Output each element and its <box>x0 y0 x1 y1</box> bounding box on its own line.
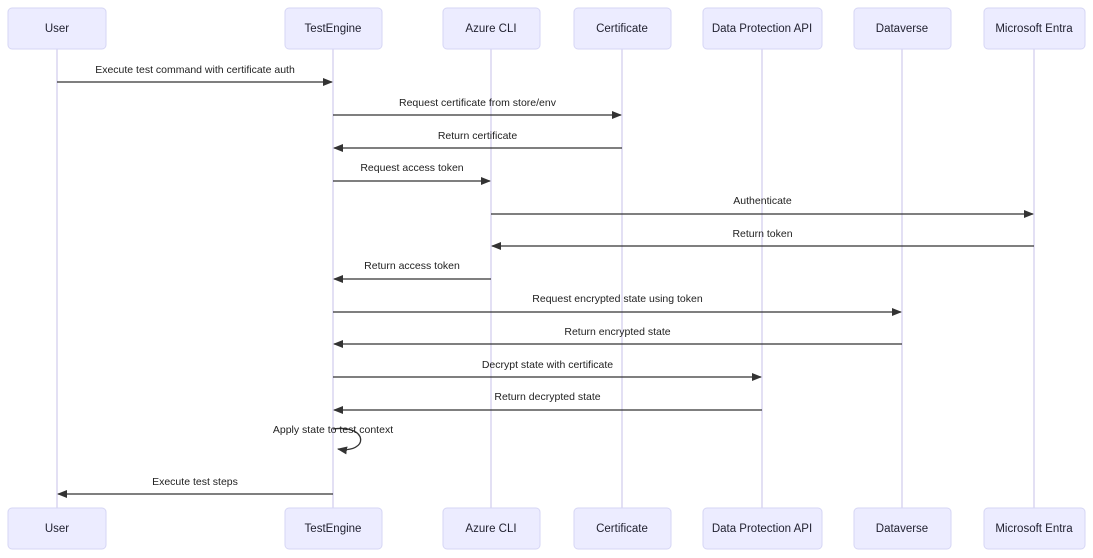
message-3: Return certificate <box>333 130 622 152</box>
message-1: Execute test command with certificate au… <box>57 64 333 86</box>
message-label-1: Execute test command with certificate au… <box>95 64 295 76</box>
self-message-arrow <box>332 427 362 455</box>
actor-box-top-azurecli[interactable]: Azure CLI <box>442 7 541 50</box>
actor-label-dataprotectionapi: Data Protection API <box>712 523 812 535</box>
actor-box-top-certificate[interactable]: Certificate <box>573 7 672 50</box>
message-5: Authenticate <box>491 195 1034 218</box>
actor-label-certificate: Certificate <box>596 523 648 535</box>
actor-box-rect <box>573 507 672 550</box>
actor-box-top-dataprotectionapi[interactable]: Data Protection API <box>702 7 823 50</box>
actor-box-rect <box>7 7 107 50</box>
actor-box-top-testengine[interactable]: TestEngine <box>284 7 383 50</box>
actor-box-rect <box>284 507 383 550</box>
message-label-9: Return encrypted state <box>564 326 670 338</box>
actor-box-rect <box>442 507 541 550</box>
actor-box-top-microsoftentra[interactable]: Microsoft Entra <box>983 7 1086 50</box>
actor-box-bottom-dataprotectionapi[interactable]: Data Protection API <box>702 507 823 550</box>
message-label-7: Return access token <box>364 260 460 272</box>
actor-label-azurecli: Azure CLI <box>465 23 516 35</box>
actor-label-microsoftentra: Microsoft Entra <box>995 23 1073 35</box>
bottom-actor-boxes-group: User TestEngine Azure CLI Certificate Data P… <box>7 507 1086 550</box>
message-label-3: Return certificate <box>438 130 518 142</box>
actor-box-rect <box>983 7 1086 50</box>
message-2: Request certificate from store/env <box>333 97 622 119</box>
actor-label-user: User <box>45 23 69 35</box>
actor-label-dataprotectionapi: Data Protection API <box>712 23 812 35</box>
message-label-8: Request encrypted state using token <box>532 293 703 305</box>
actor-box-bottom-testengine[interactable]: TestEngine <box>284 507 383 550</box>
top-actor-boxes-group: User TestEngine Azure CLI Certificate Data P… <box>7 7 1086 50</box>
actor-label-certificate: Certificate <box>596 23 648 35</box>
message-label-4: Request access token <box>360 162 463 174</box>
message-8: Request encrypted state using token <box>333 293 902 316</box>
message-label-10: Decrypt state with certificate <box>482 359 613 371</box>
lifelines-group <box>56 49 1035 508</box>
actor-box-rect <box>702 507 823 550</box>
actor-label-microsoftentra: Microsoft Entra <box>995 523 1073 535</box>
actor-box-rect <box>284 7 383 50</box>
actor-label-testengine: TestEngine <box>305 23 362 35</box>
actor-box-bottom-azurecli[interactable]: Azure CLI <box>442 507 541 550</box>
actor-box-rect <box>702 7 823 50</box>
actor-label-dataverse: Dataverse <box>876 523 928 535</box>
message-13: Execute test steps <box>57 476 333 498</box>
message-12: Apply state to test context <box>273 424 393 455</box>
actor-box-rect <box>983 507 1086 550</box>
actor-box-rect <box>853 507 952 550</box>
actor-label-user: User <box>45 523 69 535</box>
actor-box-rect <box>7 507 107 550</box>
message-7: Return access token <box>333 260 491 283</box>
actor-box-bottom-certificate[interactable]: Certificate <box>573 507 672 550</box>
message-11: Return decrypted state <box>333 391 762 414</box>
actor-label-testengine: TestEngine <box>305 523 362 535</box>
actor-label-azurecli: Azure CLI <box>465 523 516 535</box>
message-10: Decrypt state with certificate <box>333 359 762 381</box>
message-label-13: Execute test steps <box>152 476 238 488</box>
actor-box-top-user[interactable]: User <box>7 7 107 50</box>
actor-box-rect <box>853 7 952 50</box>
actor-label-dataverse: Dataverse <box>876 23 928 35</box>
message-label-11: Return decrypted state <box>494 391 600 403</box>
actor-box-bottom-user[interactable]: User <box>7 507 107 550</box>
actor-box-rect <box>442 7 541 50</box>
actor-box-bottom-microsoftentra[interactable]: Microsoft Entra <box>983 507 1086 550</box>
message-label-12: Apply state to test context <box>273 424 393 436</box>
actor-box-bottom-dataverse[interactable]: Dataverse <box>853 507 952 550</box>
message-9: Return encrypted state <box>333 326 902 348</box>
message-6: Return token <box>491 228 1034 250</box>
messages-group: Execute test command with certificate au… <box>57 64 1034 498</box>
actor-box-rect <box>573 7 672 50</box>
actor-box-top-dataverse[interactable]: Dataverse <box>853 7 952 50</box>
message-label-6: Return token <box>732 228 792 240</box>
message-4: Request access token <box>333 162 491 185</box>
message-label-2: Request certificate from store/env <box>399 97 557 109</box>
message-label-5: Authenticate <box>733 195 792 207</box>
